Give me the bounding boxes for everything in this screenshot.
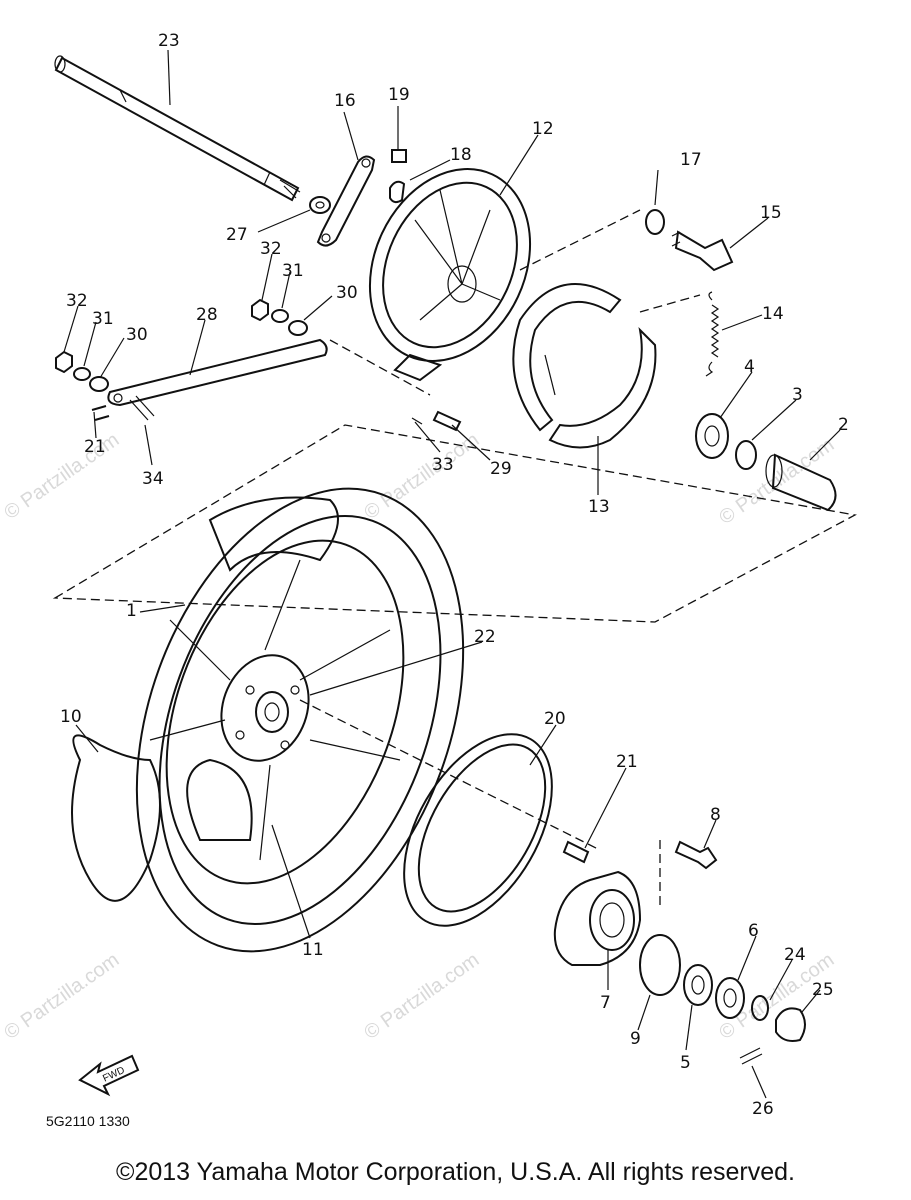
part-label: 3 [792,385,803,405]
diagram-code: 5G2110 1330 [46,1113,130,1129]
part-label: 21 [84,437,106,457]
nuts-and-washers [55,298,462,432]
part-label: 29 [490,459,512,479]
part-label: 9 [630,1029,641,1049]
part-label: 12 [532,119,554,139]
part-label: 17 [680,150,702,170]
brake-shoe-plate [368,167,532,382]
watermark: © Partzilla.com [0,949,123,1044]
leader-lines [63,49,841,1099]
axle-collar [309,196,331,214]
part-label: 15 [760,203,782,223]
part-label: 31 [282,261,304,281]
part-label: 30 [126,325,148,345]
part-label: 7 [600,993,611,1013]
part-label: 13 [588,497,610,517]
part-label: 19 [388,85,410,105]
part-label: 4 [744,357,755,377]
part-label: 21 [616,752,638,772]
torque-arm [316,155,376,247]
part-label: 2 [838,415,849,435]
part-label: 10 [60,707,82,727]
part-label: 25 [812,980,834,1000]
part-label: 32 [66,291,88,311]
brake-camshaft [645,209,734,272]
part-label: 8 [710,805,721,825]
part-label: 14 [762,304,784,324]
wheel-axle [54,55,301,202]
part-label: 16 [334,91,356,111]
brake-spring [705,291,720,377]
hub-bolts [562,840,718,870]
part-label: 30 [336,283,358,303]
part-label: 23 [158,31,180,51]
part-label: 28 [196,305,218,325]
part-label: 27 [226,225,248,245]
part-label: 31 [92,309,114,329]
part-label: 20 [544,709,566,729]
watermark-layer: © Partzilla.com © Partzilla.com © Partzi… [0,429,838,1044]
part-label: 6 [748,921,759,941]
watermark: © Partzilla.com [360,949,483,1044]
brake-drum-ring [403,733,553,927]
watermark: © Partzilla.com [715,434,838,529]
part-label: 33 [432,455,454,475]
driven-flange-assembly [553,870,806,1065]
watermark: © Partzilla.com [360,429,483,524]
rear-wheel-and-tire [71,487,465,953]
part-label: 22 [474,627,496,647]
assembly-outlines [52,209,857,905]
bolt-and-plate [389,149,407,204]
part-label: 34 [142,469,164,489]
brake-shoes [512,283,657,449]
part-label: 1 [126,601,137,621]
forward-arrow-icon: FWD [78,1054,140,1097]
copyright-notice: ©2013 Yamaha Motor Corporation, U.S.A. A… [116,1158,795,1186]
tension-rod [91,338,328,421]
part-label: 18 [450,145,472,165]
bearing-set-right [695,413,837,512]
part-label: 11 [302,940,324,960]
part-labels: 23 16 19 18 12 17 15 27 32 31 30 14 32 3… [60,31,849,1119]
part-label: 32 [260,239,282,259]
part-label: 5 [680,1053,691,1073]
part-label: 24 [784,945,806,965]
part-label: 26 [752,1099,774,1119]
